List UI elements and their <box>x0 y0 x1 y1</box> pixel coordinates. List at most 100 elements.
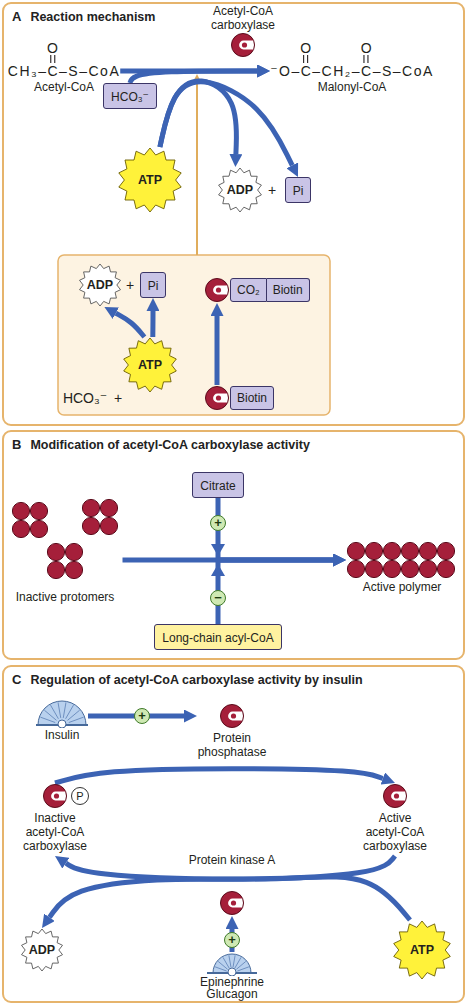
effector-box: Long-chain acyl-CoA <box>154 624 281 650</box>
flow-arrow <box>218 498 333 560</box>
protomer <box>65 561 82 578</box>
sign-label: + <box>126 277 134 293</box>
energy-label: ADP <box>87 278 113 292</box>
starburst <box>219 168 262 212</box>
panel-letter: B <box>12 437 21 452</box>
receptor-ray <box>63 702 66 718</box>
receptor-ray <box>51 705 59 719</box>
enzyme-icon <box>204 277 230 303</box>
flow-arrow <box>116 313 145 337</box>
enzyme-label: Acetyl-CoA carboxylase <box>201 4 285 58</box>
phosphate-label: P <box>76 790 83 802</box>
energy-label: ATP <box>138 173 162 187</box>
energy-label: ADP <box>227 183 253 197</box>
enzyme-core <box>231 713 236 718</box>
enzyme-body <box>232 34 255 57</box>
sign-label: HCO₃⁻ <box>63 390 107 406</box>
bond-line <box>303 55 304 63</box>
bond-line <box>307 55 308 63</box>
enzyme-icon <box>382 783 408 809</box>
cofactor-box: Biotin <box>230 386 274 410</box>
protomer <box>383 560 400 577</box>
enzyme-rim <box>221 892 244 915</box>
enzyme-site <box>228 899 243 908</box>
panel: Insulin Protein phosphataseInactive acety… <box>2 665 465 1003</box>
regulation-sign: + <box>224 932 240 948</box>
panel: Acetyl-CoA carboxylaseHCO₃⁻OCH₃–C–S–CoAA… <box>2 2 465 426</box>
panel-letter: A <box>12 9 21 24</box>
protomer <box>100 499 117 516</box>
enzyme-body <box>206 387 229 410</box>
double-bonds <box>8 40 121 66</box>
cofactor-box: Biotin <box>267 278 310 302</box>
flow-arrow <box>160 81 237 154</box>
enzyme-site <box>51 792 66 801</box>
energy-label: ATP <box>410 943 434 957</box>
inner-step-box <box>58 255 330 415</box>
panel-heading: CRegulation of acetyl-CoA carboxylase ac… <box>12 670 363 688</box>
enzyme-icon <box>204 385 230 411</box>
enzyme-rim <box>221 705 244 728</box>
protomer <box>82 499 99 516</box>
step-leader-arrow <box>196 84 198 255</box>
enzyme-body <box>221 705 244 728</box>
panel: CitrateInactive protomers Active polymerL… <box>2 430 465 660</box>
box-label: Pi <box>293 184 304 198</box>
structural-formula: ⁻O–C–CH₂–C–S–CoA <box>270 62 434 80</box>
enzyme-site <box>213 286 228 295</box>
molecule-box: Pi <box>285 177 312 203</box>
receptor-icon <box>207 952 257 976</box>
ligand-site <box>228 968 236 976</box>
adp-starburst: ADP <box>20 928 64 972</box>
group-label: Inactive protomers <box>16 590 115 604</box>
flow-arrow <box>55 769 383 783</box>
chemical-structure: OCH₃–C–S–CoAAcetyl-CoA <box>8 40 120 95</box>
cofactor-box: CO₂ <box>230 278 267 302</box>
protomer <box>47 543 64 560</box>
enzyme-rim <box>232 34 255 57</box>
protomer <box>383 542 400 559</box>
molecule-box: Pi <box>140 272 167 298</box>
energy-label: ADP <box>29 943 55 957</box>
oxygen-atom: O <box>47 40 58 56</box>
enzyme-body <box>221 892 244 915</box>
protomer <box>30 502 47 519</box>
molecule-box: HCO₃⁻ <box>103 83 157 109</box>
adp-starburst: ADP <box>217 167 263 213</box>
box-label: Long-chain acyl-CoA <box>162 631 273 645</box>
sign-label: + <box>268 182 276 198</box>
panel-heading: A Reaction mechanism <box>12 7 155 25</box>
protomer-group: Inactive protomers <box>8 495 123 604</box>
group-label: Active polymer <box>363 580 442 594</box>
protomer <box>12 502 29 519</box>
protomer <box>401 560 418 577</box>
flow-arrow <box>218 560 333 624</box>
enzyme-rim <box>44 785 67 808</box>
compound-name: Acetyl-CoA <box>8 80 120 95</box>
enzyme-complex: Biotin <box>204 385 274 411</box>
hormone-receptor: Insulin <box>36 698 88 742</box>
energy-label: ATP <box>138 358 162 372</box>
chemical-structure: OO⁻O–C–CH₂–C–S–CoAMalonyl-CoA <box>270 40 434 95</box>
enzyme-site <box>391 792 406 801</box>
oxygen-atom: O <box>300 40 311 56</box>
enzyme-rim <box>384 785 407 808</box>
enzyme-label: Protein phosphatase <box>197 703 267 762</box>
box-label: Citrate <box>200 479 235 493</box>
flow-arrow <box>49 877 410 920</box>
flow-arrow <box>215 316 220 385</box>
protomer <box>419 560 436 577</box>
bond-line <box>50 55 51 63</box>
bond-line <box>364 55 365 63</box>
protomer <box>347 560 364 577</box>
enzyme-name: Inactive acetyl-CoA carboxylase <box>21 811 89 853</box>
protomer <box>12 520 29 537</box>
starburst <box>80 264 121 306</box>
enzyme-icon <box>42 783 68 809</box>
enzyme-name: Acetyl-CoA carboxylase <box>201 4 285 32</box>
panel-letter: C <box>12 672 21 687</box>
atp-starburst: ATP <box>392 920 452 980</box>
starburst <box>124 338 177 392</box>
protomer <box>65 543 82 560</box>
panel-title: Reaction mechanism <box>30 10 155 24</box>
